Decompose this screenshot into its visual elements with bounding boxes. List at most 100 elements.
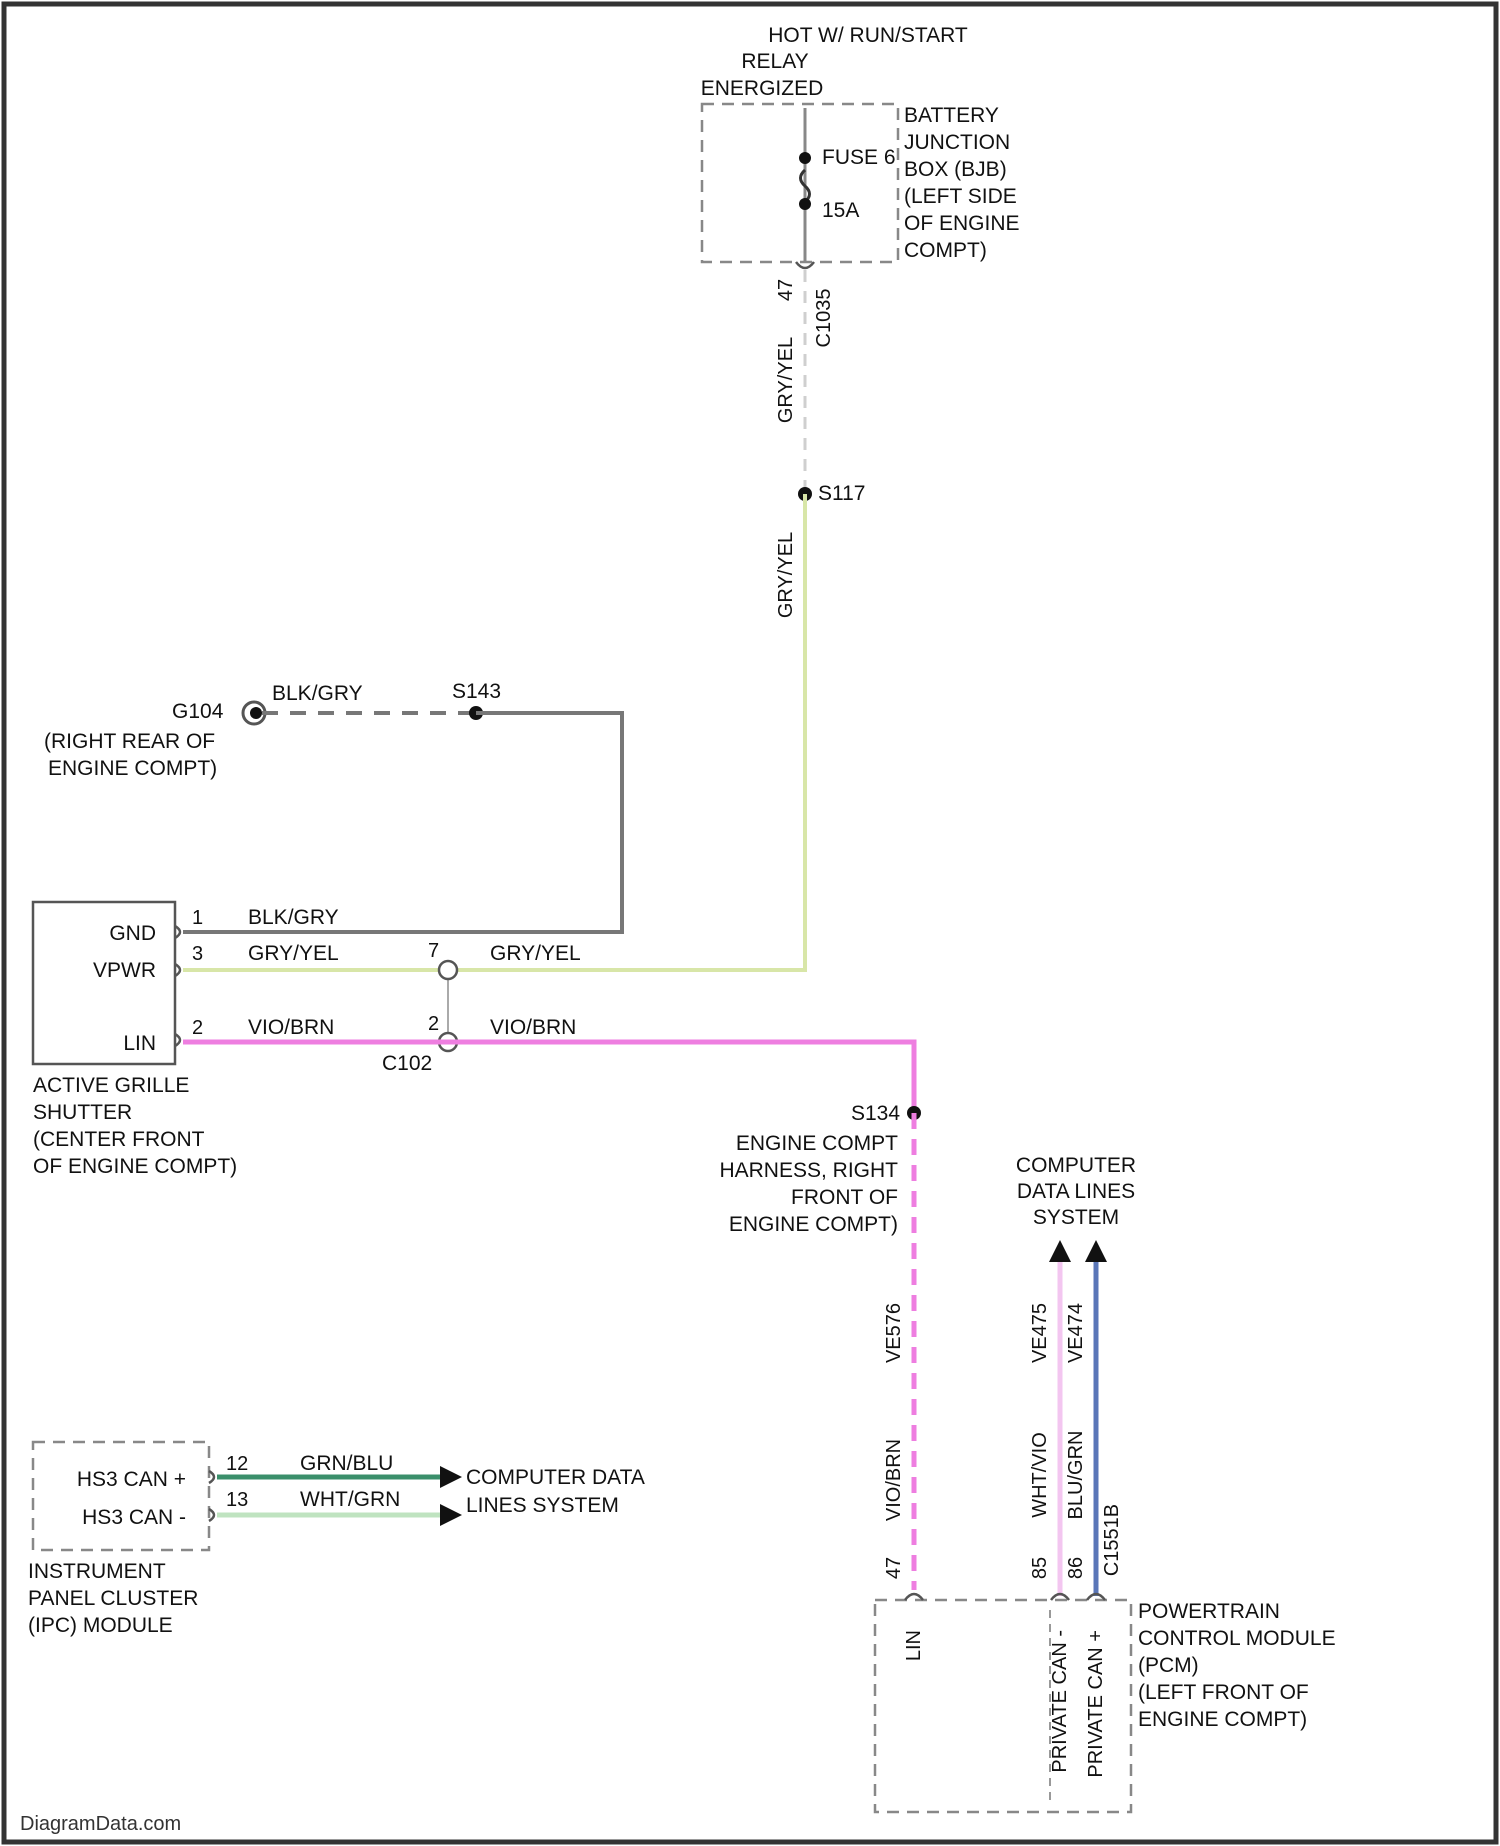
- s134-location-line: ENGINE COMPT): [729, 1213, 898, 1236]
- cdls-label-line: SYSTEM: [1033, 1206, 1119, 1229]
- pcm-label-line: ENGINE COMPT): [1138, 1708, 1307, 1731]
- page-frame: [4, 4, 1496, 1842]
- wire-vio-brn-main: [183, 1042, 914, 1113]
- wire-gry-yel-label: GRY/YEL: [775, 337, 797, 423]
- ground-location-line: ENGINE COMPT): [48, 757, 217, 780]
- ags-label-line: ACTIVE GRILLE: [33, 1074, 189, 1097]
- ground-g104-dot: [250, 707, 262, 719]
- pcm-label-line: (LEFT FRONT OF: [1138, 1681, 1309, 1704]
- pcm-can-circuit-ref: VE475: [1029, 1303, 1051, 1363]
- splice-s117-label: S117: [818, 482, 866, 505]
- ipc-destination-line: LINES SYSTEM: [466, 1494, 619, 1517]
- ags-wire-lin-label: VIO/BRN: [248, 1016, 334, 1039]
- pcm-lin-wire-label: VIO/BRN: [883, 1439, 905, 1521]
- ags-wire-gnd-label: BLK/GRY: [248, 906, 339, 929]
- wire-gry-yel-label: GRY/YEL: [490, 942, 581, 965]
- bjb-label-line: (LEFT SIDE: [904, 185, 1017, 208]
- wire-gry-yel-main: [183, 494, 805, 970]
- s134-location-line: ENGINE COMPT: [736, 1132, 898, 1155]
- cdls-label-line: COMPUTER: [1016, 1154, 1136, 1177]
- cdls-label: COMPUTER DATA LINES SYSTEM: [1016, 1154, 1136, 1229]
- relay-header-line: ENERGIZED: [701, 77, 824, 100]
- ipc-dashed-outline: [33, 1442, 209, 1550]
- ipc-wire-label: WHT/GRN: [300, 1488, 400, 1511]
- ipc-wire-label: GRN/BLU: [300, 1452, 393, 1475]
- bjb-dashed-outline: [702, 104, 898, 262]
- splice-s134-location: ENGINE COMPT HARNESS, RIGHT FRONT OF ENG…: [719, 1132, 898, 1236]
- battery-junction-box: FUSE 6 15A BATTERY JUNCTION BOX (BJB) (L…: [702, 104, 1020, 262]
- bjb-label-line: BATTERY: [904, 104, 999, 127]
- c102-pin-icon: [439, 961, 457, 979]
- pcm-pin-can-plus: PRIVATE CAN +: [1085, 1630, 1107, 1778]
- s134-location-line: FRONT OF: [791, 1186, 898, 1209]
- ags-pin-number: 1: [192, 907, 203, 929]
- ipc-destination-line: COMPUTER DATA: [466, 1466, 645, 1489]
- ags-pin-number: 3: [192, 943, 203, 965]
- ground-location-line: (RIGHT REAR OF: [44, 730, 215, 753]
- arrow-right-icon: [440, 1466, 462, 1488]
- pcm-can-circuit-ref: VE474: [1065, 1303, 1087, 1363]
- arrow-up-icon: [1085, 1240, 1107, 1262]
- pcm-pin-number: 85: [1029, 1557, 1051, 1579]
- ags-label-line: SHUTTER: [33, 1101, 132, 1124]
- pcm-connector-id: C1551B: [1101, 1504, 1123, 1576]
- bjb-connector-id: C1035: [813, 289, 835, 348]
- c102-label: C102: [382, 1052, 432, 1075]
- relay-header-line: RELAY: [741, 50, 808, 73]
- ipc-pin-number: 13: [226, 1489, 248, 1511]
- bjb-label-line: BOX (BJB): [904, 158, 1007, 181]
- ipc-label-line: PANEL CLUSTER: [28, 1587, 198, 1610]
- ipc-label: INSTRUMENT PANEL CLUSTER (IPC) MODULE: [28, 1560, 198, 1637]
- fuse-name: FUSE 6: [822, 146, 896, 169]
- bjb-label: BATTERY JUNCTION BOX (BJB) (LEFT SIDE OF…: [904, 104, 1020, 262]
- fuse-terminal-dot: [799, 152, 811, 164]
- pcm-pin-number: 47: [883, 1557, 905, 1579]
- ags-module-label: ACTIVE GRILLE SHUTTER (CENTER FRONT OF E…: [33, 1074, 237, 1178]
- pcm-can-wire-label: WHT/VIO: [1029, 1432, 1051, 1518]
- ipc-label-line: (IPC) MODULE: [28, 1614, 173, 1637]
- ags-label-line: OF ENGINE COMPT): [33, 1155, 237, 1178]
- pcm-pin-can-minus: PRIVATE CAN -: [1049, 1630, 1071, 1773]
- arrow-right-icon: [440, 1504, 462, 1526]
- ipc-module: HS3 CAN + HS3 CAN - 12 13 GRN/BLU WHT/GR…: [28, 1442, 400, 1637]
- ground-g104-label: G104: [172, 700, 224, 723]
- ipc-pin-can-minus: HS3 CAN -: [82, 1506, 186, 1529]
- arrow-up-icon: [1049, 1240, 1071, 1262]
- relay-header: HOT W/ RUN/START RELAY ENERGIZED: [701, 24, 968, 100]
- ipc-pin-number: 12: [226, 1453, 248, 1475]
- s134-location-line: HARNESS, RIGHT: [719, 1159, 898, 1182]
- pcm-pin-lin: LIN: [903, 1630, 925, 1661]
- pcm-can-wire-label: BLU/GRN: [1065, 1431, 1087, 1520]
- bjb-label-line: JUNCTION: [904, 131, 1010, 154]
- ags-wire-vpwr-label: GRY/YEL: [248, 942, 339, 965]
- wire-blk-gry-main: [183, 713, 622, 932]
- fuse-rating: 15A: [822, 199, 859, 222]
- ags-pin-number: 2: [192, 1017, 203, 1039]
- ags-pin-vpwr: VPWR: [93, 959, 156, 982]
- c102-pin-lin: 2: [428, 1013, 439, 1035]
- pcm-label-line: CONTROL MODULE: [1138, 1627, 1336, 1650]
- pcm-label-line: (PCM): [1138, 1654, 1199, 1677]
- bjb-label-line: COMPT): [904, 239, 987, 262]
- relay-header-line: HOT W/ RUN/START: [768, 24, 968, 47]
- bjb-label-line: OF ENGINE: [904, 212, 1020, 235]
- bjb-pin-number: 47: [775, 279, 797, 301]
- watermark: DiagramData.com: [20, 1813, 181, 1835]
- fuse-terminal-dot: [799, 198, 811, 210]
- wire-blk-gry-label: BLK/GRY: [272, 682, 363, 705]
- wire-gry-yel-label: GRY/YEL: [775, 532, 797, 618]
- wire-vio-brn-label: VIO/BRN: [490, 1016, 576, 1039]
- splice-s143-label: S143: [452, 680, 501, 703]
- ags-pin-gnd: GND: [109, 922, 156, 945]
- pcm-label-line: POWERTRAIN: [1138, 1600, 1280, 1623]
- cdls-label-line: DATA LINES: [1017, 1180, 1135, 1203]
- pcm-label: POWERTRAIN CONTROL MODULE (PCM) (LEFT FR…: [1138, 1600, 1336, 1731]
- ipc-label-line: INSTRUMENT: [28, 1560, 166, 1583]
- c102-pin-vpwr: 7: [428, 940, 439, 962]
- ipc-destination-label: COMPUTER DATA LINES SYSTEM: [466, 1466, 645, 1517]
- ags-pin-lin: LIN: [123, 1032, 156, 1055]
- ags-label-line: (CENTER FRONT: [33, 1128, 205, 1151]
- ipc-pin-can-plus: HS3 CAN +: [77, 1468, 186, 1491]
- pcm-pin-number: 86: [1065, 1557, 1087, 1579]
